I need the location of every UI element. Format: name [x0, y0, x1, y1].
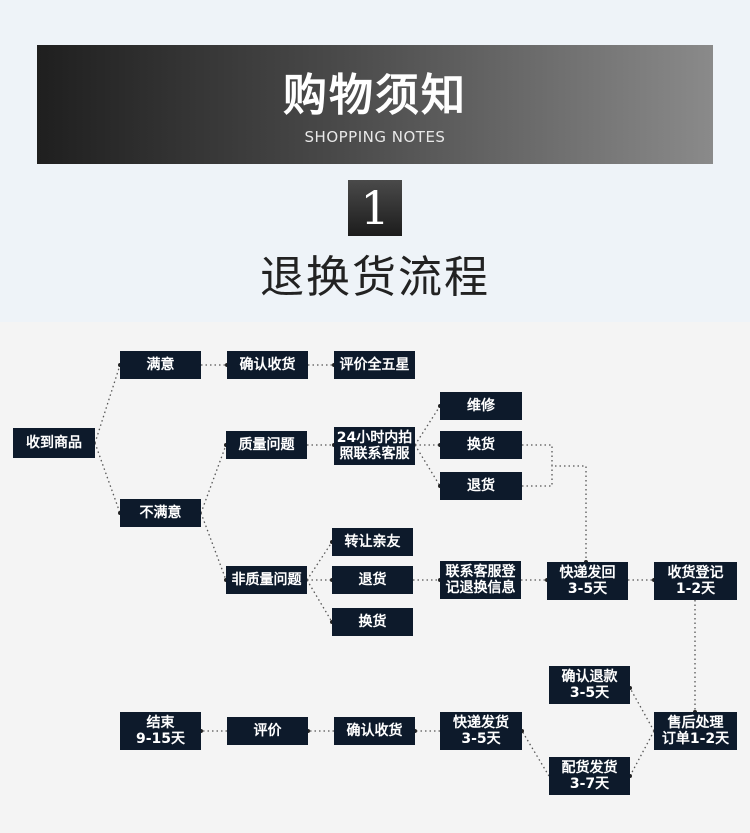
connector [94, 364, 121, 444]
node-transfer-friend: 转让亲友 [332, 528, 413, 556]
node-unsatisfied: 不满意 [120, 499, 201, 527]
connector [94, 442, 121, 514]
node-contact-register: 联系客服登 记退换信息 [440, 561, 521, 599]
node-received: 收到商品 [13, 428, 95, 458]
node-five-star: 评价全五星 [334, 351, 415, 379]
node-return-non-quality: 退货 [332, 566, 413, 594]
connector [200, 444, 227, 514]
node-return-quality: 退货 [440, 472, 522, 500]
node-exchange-non-quality: 换货 [332, 608, 413, 636]
connector [521, 730, 550, 777]
node-confirm-refund: 确认退款 3-5天 [549, 666, 630, 704]
header-banner: 购物须知 SHOPPING NOTES [37, 45, 713, 164]
connector [306, 541, 333, 581]
connector [306, 579, 333, 623]
section-number: 1 [348, 180, 402, 236]
connector [522, 466, 553, 487]
node-end: 结束 9-15天 [120, 712, 201, 750]
node-repair: 维修 [440, 392, 522, 420]
connector [522, 444, 587, 562]
page-title: 购物须知 [283, 70, 467, 121]
node-receive-register: 收货登记 1-2天 [654, 562, 737, 600]
connector [200, 512, 227, 581]
node-quality-issue: 质量问题 [226, 431, 307, 459]
node-confirm-receipt-bottom: 确认收货 [334, 717, 415, 745]
connector [629, 730, 655, 777]
node-contact-24h: 24小时内拍 照联系客服 [334, 427, 415, 465]
node-express-ship: 快递发货 3-5天 [440, 712, 522, 750]
node-review: 评价 [227, 717, 308, 745]
node-satisfied: 满意 [120, 351, 201, 379]
node-non-quality-issue: 非质量问题 [226, 566, 307, 594]
node-restock: 配货发货 3-7天 [549, 757, 630, 795]
page-subtitle: SHOPPING NOTES [304, 128, 446, 146]
node-confirm-receipt-top: 确认收货 [227, 351, 308, 379]
connector [414, 444, 441, 487]
node-exchange-quality: 换货 [440, 431, 522, 459]
connector [629, 687, 655, 732]
node-express-return: 快递发回 3-5天 [547, 562, 628, 600]
node-after-sale: 售后处理 订单1-2天 [654, 712, 737, 750]
connector [414, 405, 441, 446]
section-title: 退换货流程 [260, 252, 490, 303]
